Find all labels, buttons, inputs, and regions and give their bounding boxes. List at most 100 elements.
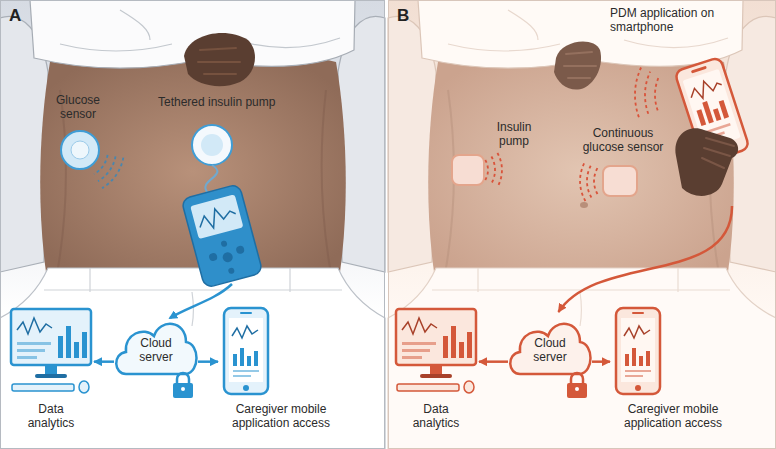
pump-controller — [208, 252, 218, 262]
part-label: Glucose sensor — [48, 93, 108, 121]
data-arrow — [198, 360, 218, 363]
monitor-icon — [79, 381, 89, 393]
caregiver-phone: Caregiver mobile application access — [218, 306, 344, 430]
cloud-icon — [567, 383, 587, 398]
monitor-icon — [12, 384, 74, 391]
figure-panel: ACloud serverData analyticsCaregiver mob… — [0, 0, 385, 449]
upload-arrow — [170, 284, 232, 318]
phone-icon — [233, 354, 237, 366]
panel-frame — [1, 1, 385, 449]
monitor-icon — [459, 342, 464, 358]
patch-pump — [452, 155, 484, 185]
cloud-icon — [173, 383, 193, 398]
cloud-icon — [575, 387, 579, 391]
phone-icon — [233, 375, 251, 377]
phone-icon — [224, 308, 268, 394]
tubing — [205, 165, 217, 193]
cloud-icon — [510, 324, 590, 374]
monitor-icon — [420, 374, 452, 378]
phone-icon — [254, 351, 258, 366]
signal-waves — [485, 153, 502, 187]
phone-icon — [625, 354, 629, 366]
monitor-icon — [17, 356, 37, 359]
phone-icon — [624, 326, 650, 338]
figure-panel: B PDM application on smartphoneCloud serv… — [388, 0, 776, 449]
pump-controller — [181, 184, 263, 288]
phone-icon — [625, 370, 651, 372]
panel-b-art — [388, 0, 776, 449]
node-label: A — [9, 6, 21, 26]
tethered-pump — [192, 125, 232, 165]
tethered-pump — [201, 134, 223, 156]
phone-icon — [610, 306, 736, 398]
smartphone-in-hand — [691, 66, 707, 74]
signal-waves — [580, 161, 597, 201]
monitor-icon — [443, 336, 448, 358]
node-label: Caregiver mobile application access — [218, 402, 344, 430]
monitor-icon — [45, 365, 57, 375]
monitor-icon — [402, 349, 430, 352]
cloud-server: Cloud server — [508, 312, 592, 404]
smartphone-in-hand — [688, 76, 724, 101]
node-label: Data analytics — [406, 402, 466, 430]
cloud-icon — [177, 373, 189, 384]
phone-icon — [240, 312, 252, 314]
monitor-icon — [17, 342, 51, 345]
cloud-server: Cloud server — [114, 312, 198, 404]
monitor-icon — [58, 336, 63, 358]
cloud-icon — [181, 387, 185, 391]
cloud-icon — [571, 373, 583, 384]
monitor-icon — [397, 384, 459, 391]
monitor-icon — [430, 365, 442, 375]
phone-icon — [632, 312, 644, 314]
panel-a-art — [0, 0, 385, 449]
monitor-icon — [467, 332, 472, 358]
fingers — [564, 52, 596, 78]
monitor-icon — [35, 374, 67, 378]
pump-controller — [222, 251, 234, 263]
monitor-icon — [393, 306, 479, 398]
monitor-icon — [66, 326, 71, 358]
panel-frame — [389, 1, 776, 449]
node-label: Cloud server — [134, 336, 178, 364]
cloud-icon — [116, 324, 196, 374]
smartphone-in-hand — [696, 109, 706, 126]
pump-controller — [190, 194, 243, 239]
phone-icon — [232, 326, 258, 338]
hand — [184, 33, 255, 86]
part-label: Tethered insulin pump — [158, 95, 275, 109]
panel-a-art — [0, 0, 385, 449]
monitor-icon — [396, 309, 476, 365]
phone-icon — [233, 370, 259, 372]
data-arrow — [592, 360, 610, 363]
smartphone-in-hand — [675, 128, 738, 196]
phone-icon — [646, 351, 650, 366]
caregiver-phone: Caregiver mobile application access — [610, 306, 736, 430]
smartphone-in-hand — [719, 100, 729, 119]
signal-waves — [635, 68, 659, 118]
monitor-icon — [11, 309, 91, 365]
node-label: B — [397, 6, 409, 26]
glucose-sensor — [71, 141, 89, 159]
phone-icon — [635, 385, 641, 391]
phone-icon — [240, 348, 244, 366]
navel — [580, 202, 588, 208]
signal-waves — [94, 155, 123, 188]
monitor-icon — [17, 318, 52, 334]
part-label: Continuous glucose sensor — [578, 126, 668, 154]
glucose-sensor — [61, 131, 99, 169]
pump-controller — [228, 267, 235, 274]
monitor-icon — [464, 381, 474, 393]
smartphone-in-hand — [713, 108, 721, 121]
phone-icon — [639, 356, 643, 366]
node-label: PDM application on smartphone — [610, 6, 734, 34]
phone-icon — [632, 348, 636, 366]
data-arrow — [94, 360, 114, 363]
data-arrow — [558, 206, 732, 312]
pdm-smartphone: PDM application on smartphone — [610, 6, 750, 206]
phone-icon — [616, 308, 660, 394]
pump-controller — [196, 204, 237, 231]
monitor-icon — [451, 326, 456, 358]
part-label: Insulin pump — [488, 120, 540, 148]
